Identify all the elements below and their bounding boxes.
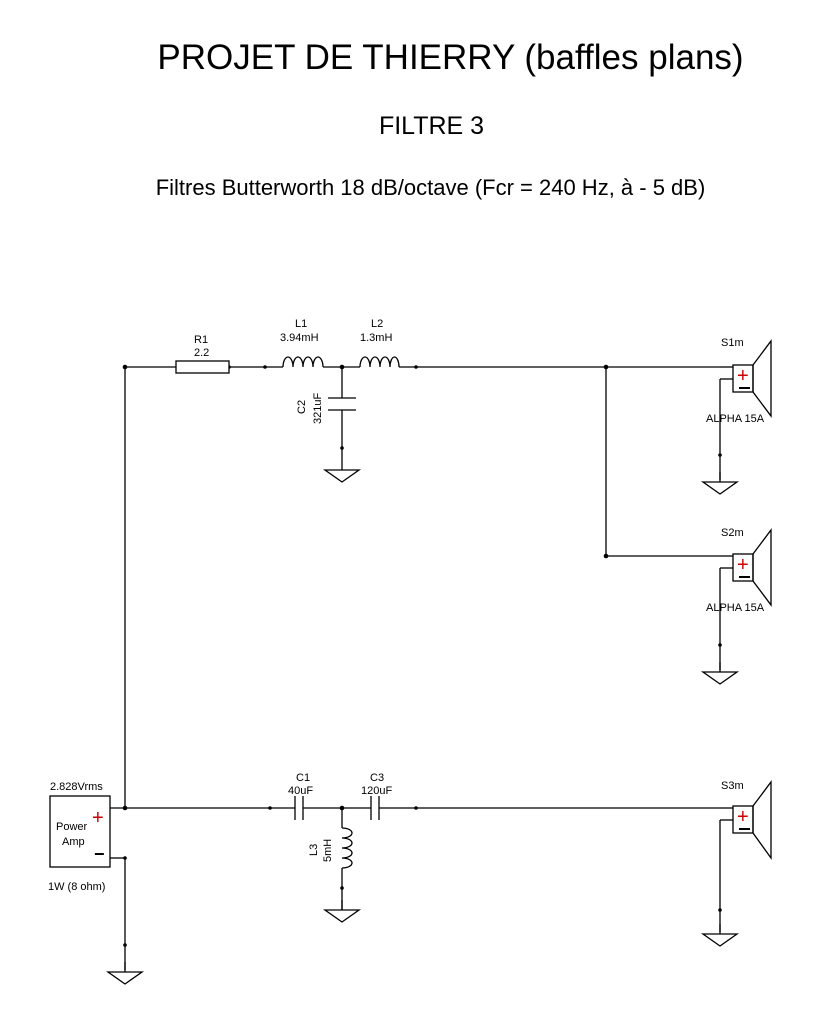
c1-name: C1 xyxy=(296,772,310,784)
capacitor-c2: C2 321uF xyxy=(296,393,356,424)
plus-icon: + xyxy=(737,554,749,576)
inductor-l3: L3 5mH xyxy=(308,827,353,869)
l1-name: L1 xyxy=(295,318,307,330)
s2-model: ALPHA 15A xyxy=(706,602,765,614)
amp-rating: 1W (8 ohm) xyxy=(48,881,105,893)
l2-value: 1.3mH xyxy=(360,332,392,344)
wires xyxy=(110,366,721,970)
s2-name: S2m xyxy=(721,527,744,539)
capacitor-c3: C3 120uF xyxy=(361,772,392,820)
l3-name: L3 xyxy=(308,844,320,856)
minus-icon: − xyxy=(94,844,105,864)
ground-icon xyxy=(702,923,738,947)
plus-icon: + xyxy=(737,806,749,828)
c2-value: 321uF xyxy=(312,393,324,424)
speaker-s1: + S1m ALPHA 15A xyxy=(706,337,772,425)
l1-value: 3.94mH xyxy=(280,332,319,344)
ground-icon xyxy=(324,459,360,483)
filter-description: Filtres Butterworth 18 dB/octave (Fcr = … xyxy=(155,175,706,200)
c2-name: C2 xyxy=(296,400,308,414)
ground-icon xyxy=(702,661,738,685)
inductor-l2: L2 1.3mH xyxy=(359,318,400,368)
l3-value: 5mH xyxy=(322,839,334,862)
capacitor-c1: C1 40uF xyxy=(288,772,313,820)
s1-name: S1m xyxy=(721,337,744,349)
inductor-l1: L1 3.94mH xyxy=(280,318,324,368)
s3-name: S3m xyxy=(721,780,744,792)
resistor-r1: R1 2.2 xyxy=(175,334,230,374)
amp-label-power: Power xyxy=(56,821,88,833)
plus-icon: + xyxy=(737,365,749,387)
c3-name: C3 xyxy=(370,772,384,784)
ground-icon xyxy=(702,471,738,495)
r1-value: 2.2 xyxy=(194,347,209,359)
speaker-s2: + S2m ALPHA 15A xyxy=(706,527,772,614)
ground-icon xyxy=(324,899,360,923)
junction-dots xyxy=(122,364,722,947)
plus-icon: + xyxy=(92,807,104,829)
speaker-s3: + S3m xyxy=(720,780,772,861)
amp-label-amp: Amp xyxy=(62,836,85,848)
page-title: PROJET DE THIERRY (baffles plans) xyxy=(157,38,744,77)
r1-name: R1 xyxy=(194,334,208,346)
c1-value: 40uF xyxy=(288,785,313,797)
amp-voltage: 2.828Vrms xyxy=(50,781,103,793)
c3-value: 120uF xyxy=(361,785,392,797)
l2-name: L2 xyxy=(371,318,383,330)
s1-model: ALPHA 15A xyxy=(706,413,765,425)
power-amplifier: 2.828Vrms Power Amp + − 1W (8 ohm) xyxy=(48,781,111,893)
ground-icon xyxy=(107,961,143,985)
page-subtitle: FILTRE 3 xyxy=(378,112,485,140)
